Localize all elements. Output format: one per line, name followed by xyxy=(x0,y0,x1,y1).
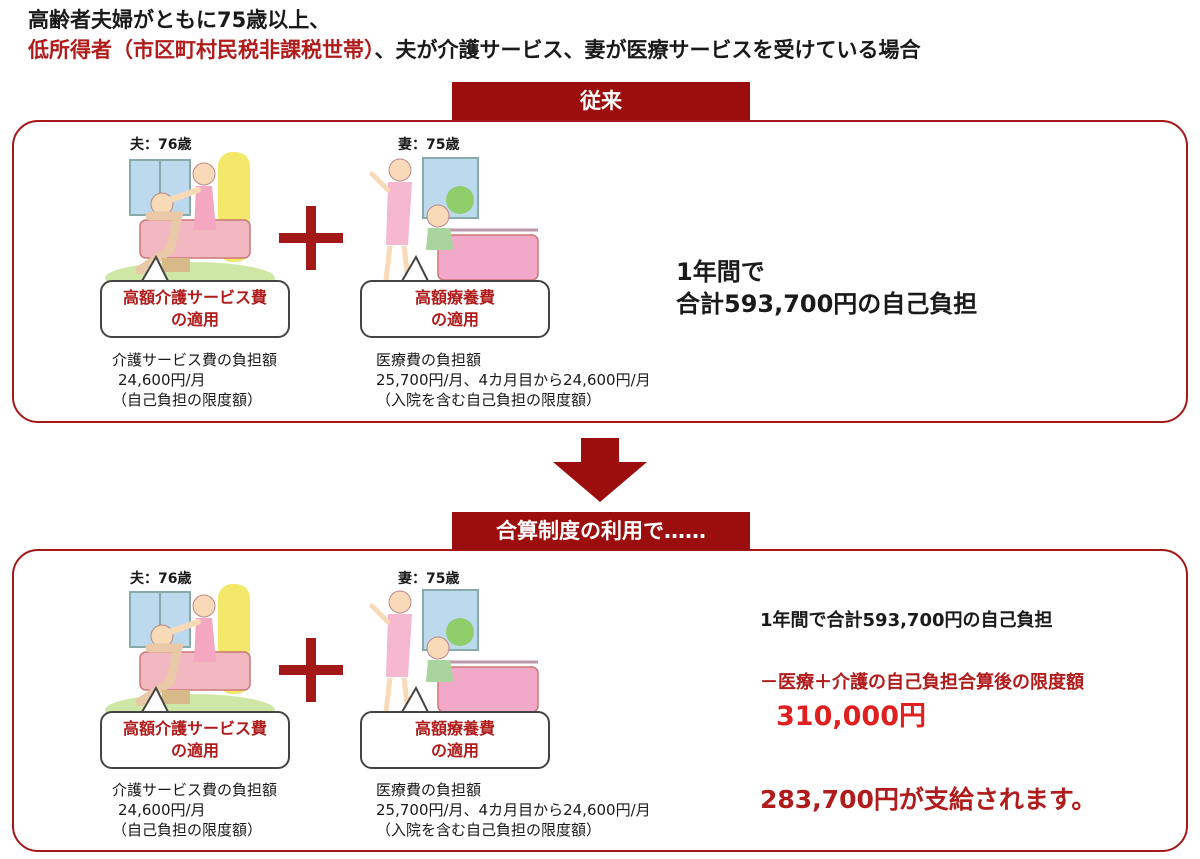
total-burden: 1年間で合計593,700円の自己負担 xyxy=(760,610,1053,631)
care-bath-illustration xyxy=(105,152,275,294)
plus-icon xyxy=(279,638,343,702)
banner-before: 従来 xyxy=(452,82,750,120)
care-detail-note: （自己負担の限度額） xyxy=(112,391,263,409)
medical-detail-amount: 25,700円/月、4カ月目から24,600円/月 xyxy=(376,371,651,389)
title-condition: 、夫が介護サービス、妻が医療サービスを受けている場合 xyxy=(374,38,921,62)
care-callout-line2: の適用 xyxy=(170,310,219,329)
medical-detail: 医療費の負担額 25,700円/月、4カ月目から24,600円/月 （入院を含む… xyxy=(376,780,651,840)
medical-callout-line1: 高額療養費 xyxy=(414,719,495,738)
care-callout: 高額介護サービス費 の適用 xyxy=(100,711,290,769)
title-line-1: 高齢者夫婦がともに75歳以上、 xyxy=(28,8,331,32)
title-low-income: 低所得者（市区町村民税非課税世帯） xyxy=(28,38,375,62)
husband-label: 夫：76歳 xyxy=(130,137,192,153)
medical-detail-note: （入院を含む自己負担の限度額） xyxy=(376,391,602,409)
care-callout: 高額介護サービス費 の適用 xyxy=(100,280,290,338)
care-detail-amount: 24,600円/月 xyxy=(118,801,206,819)
care-bath-illustration xyxy=(105,584,275,726)
medical-callout-line2: の適用 xyxy=(430,741,479,760)
summary-line-1: 1年間で xyxy=(676,258,765,286)
care-callout-line1: 高額介護サービス費 xyxy=(122,288,267,307)
care-detail: 介護サービス費の負担額 24,600円/月 （自己負担の限度額） xyxy=(112,350,277,410)
medical-callout: 高額療養費 の適用 xyxy=(360,280,550,338)
nurse-bed-illustration xyxy=(369,157,539,281)
combined-limit-value: 310,000円 xyxy=(776,701,926,732)
care-detail-note: （自己負担の限度額） xyxy=(112,821,263,839)
medical-detail: 医療費の負担額 25,700円/月、4カ月目から24,600円/月 （入院を含む… xyxy=(376,350,651,410)
medical-callout-line2: の適用 xyxy=(430,310,479,329)
refund-amount: 283,700円が支給されます。 xyxy=(760,785,1097,814)
wife-label: 妻：75歳 xyxy=(398,137,460,153)
husband-label: 夫：76歳 xyxy=(130,571,192,587)
medical-detail-amount: 25,700円/月、4カ月目から24,600円/月 xyxy=(376,801,651,819)
callout-tail xyxy=(401,686,429,712)
medical-detail-title: 医療費の負担額 xyxy=(376,781,482,799)
wife-label: 妻：75歳 xyxy=(398,571,460,587)
medical-detail-note: （入院を含む自己負担の限度額） xyxy=(376,821,602,839)
medical-detail-title: 医療費の負担額 xyxy=(376,351,482,369)
medical-callout: 高額療養費 の適用 xyxy=(360,711,550,769)
care-detail-amount: 24,600円/月 xyxy=(118,371,206,389)
care-detail-title: 介護サービス費の負担額 xyxy=(112,351,278,369)
banner-after: 合算制度の利用で…… xyxy=(452,512,750,550)
combined-limit-label: －医療＋介護の自己負担合算後の限度額 xyxy=(760,672,1084,693)
care-detail: 介護サービス費の負担額 24,600円/月 （自己負担の限度額） xyxy=(112,780,277,840)
care-callout-line1: 高額介護サービス費 xyxy=(122,719,267,738)
medical-callout-line1: 高額療養費 xyxy=(414,288,495,307)
down-arrow-icon xyxy=(553,438,647,502)
care-detail-title: 介護サービス費の負担額 xyxy=(112,781,278,799)
callout-tail xyxy=(141,686,169,712)
plus-icon xyxy=(279,206,343,270)
summary-line-2: 合計593,700円の自己負担 xyxy=(676,290,978,318)
care-callout-line2: の適用 xyxy=(170,741,219,760)
title-line-2: 低所得者（市区町村民税非課税世帯）、夫が介護サービス、妻が医療サービスを受けてい… xyxy=(28,36,921,64)
nurse-bed-illustration xyxy=(369,589,539,713)
callout-tail xyxy=(401,255,429,281)
callout-tail xyxy=(141,255,169,281)
